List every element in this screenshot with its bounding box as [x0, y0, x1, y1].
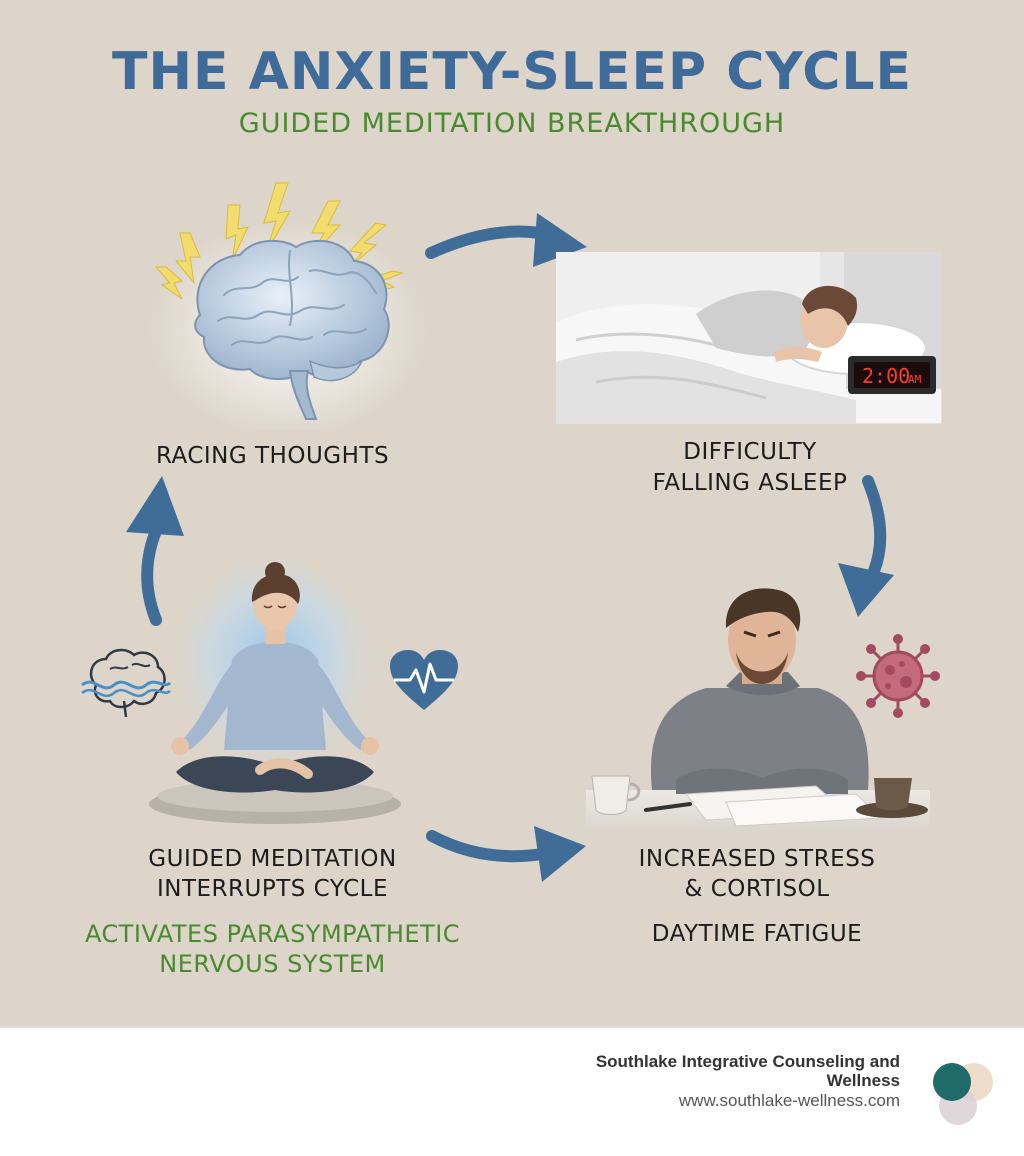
- step-label-stress-line1: INCREASED STRESS: [638, 846, 876, 872]
- step-label-meditation-line2: INTERRUPTS CYCLE: [156, 876, 389, 902]
- step-label-difficulty-line2: FALLING ASLEEP: [652, 470, 848, 496]
- footer: Southlake Integrative Counseling and Wel…: [0, 1026, 1024, 1156]
- alarm-clock-suffix: AM: [908, 373, 922, 386]
- brain-lightning-illustration: [148, 182, 428, 430]
- company-logo-icon: [933, 1063, 993, 1125]
- arrow-right-icon: [838, 475, 894, 617]
- footer-url-link[interactable]: www.southlake-wellness.com: [678, 1091, 900, 1110]
- footer-org-name: Southlake Integrative Counseling and Wel…: [540, 1052, 900, 1090]
- arrow-left-icon: [126, 476, 184, 626]
- footer-org-line2: Wellness: [826, 1071, 900, 1090]
- step-label-daytime-fatigue: DAYTIME FATIGUE: [651, 921, 863, 947]
- woman-in-bed-photo: 2:00 AM: [556, 252, 942, 424]
- step-label-parasympathetic-line2: NERVOUS SYSTEM: [159, 950, 386, 978]
- heart-rate-icon: [390, 650, 458, 710]
- arrow-bottom-icon: [426, 826, 586, 882]
- arrow-top-icon: [425, 213, 587, 267]
- meditating-woman-illustration: [149, 560, 401, 824]
- step-label-meditation-line1: GUIDED MEDITATION: [148, 846, 397, 872]
- step-label-difficulty-line1: DIFFICULTY: [683, 439, 817, 465]
- page-subtitle: GUIDED MEDITATION BREAKTHROUGH: [238, 108, 786, 139]
- virus-icon: [856, 634, 940, 718]
- infographic-canvas: THE ANXIETY-SLEEP CYCLE GUIDED MEDITATIO…: [0, 0, 1024, 1026]
- step-label-stress-line2: & CORTISOL: [684, 876, 830, 902]
- brain-wave-icon: [81, 648, 172, 718]
- alarm-clock-time: 2:00: [862, 364, 910, 388]
- step-label-racing-thoughts: RACING THOUGHTS: [155, 443, 390, 469]
- step-label-parasympathetic-line1: ACTIVATES PARASYMPATHETIC: [84, 920, 461, 948]
- footer-org-line1: Southlake Integrative Counseling and: [595, 1052, 900, 1071]
- stressed-man-photo: [586, 588, 930, 830]
- page-title: THE ANXIETY-SLEEP CYCLE: [111, 42, 913, 102]
